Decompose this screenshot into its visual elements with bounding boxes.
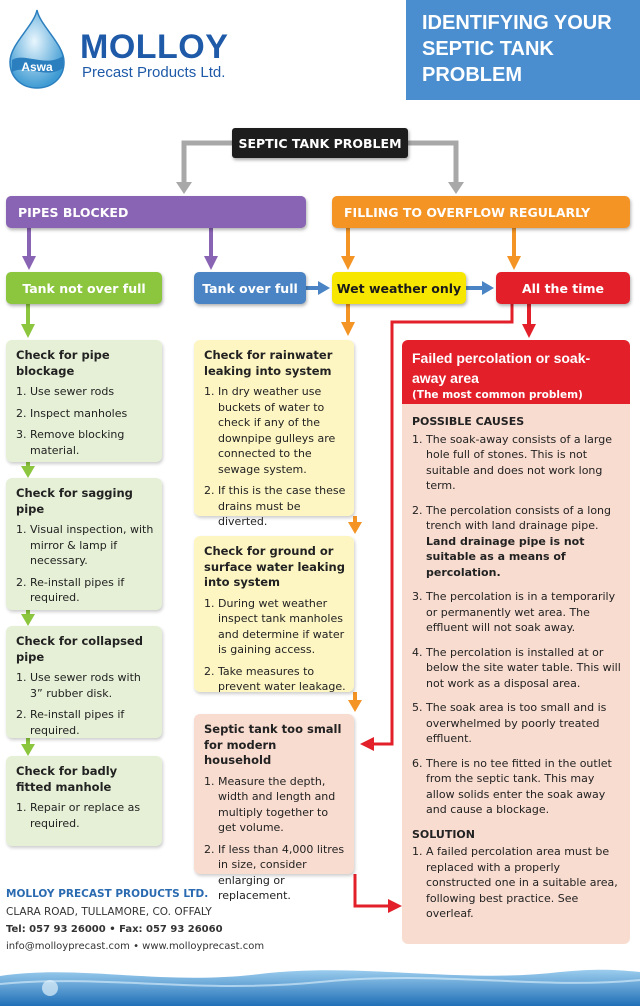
list-item: 1.In dry weather use buckets of water to… (204, 385, 336, 476)
solution-item: 1.A failed percolation area must be repl… (412, 845, 618, 920)
list-item: 2.Inspect manholes (16, 406, 128, 420)
cause-bold-note: Land drainage pipe is not suitable as a … (426, 534, 585, 579)
list-item: 2.Re-install pipes if required. (16, 575, 125, 605)
red-arrows (353, 304, 536, 913)
cause-item: 4.The percolation is installed at or bel… (412, 645, 621, 690)
blue-arrows (306, 281, 494, 295)
box-title: Check for rainwater leaking into system (204, 348, 333, 378)
list-item: 1.Measure the depth, width and length an… (204, 774, 336, 835)
footer-web: info@molloyprecast.com • www.molloypreca… (6, 941, 265, 952)
failed-percolation-subtitle: (The most common problem) (412, 389, 583, 401)
all-the-time-box: All the time (496, 272, 630, 304)
root-problem-box: SEPTIC TANK PROBLEM (232, 128, 408, 158)
collapsed-pipe-box: Check for collapsed pipe 1.Use sewer rod… (6, 626, 162, 738)
rainwater-leak-box: Check for rainwater leaking into system … (194, 340, 354, 528)
possible-causes-heading: POSSIBLE CAUSES (412, 415, 525, 428)
footer-address: CLARA ROAD, TULLAMORE, CO. OFFALY (6, 906, 212, 918)
list-item: 2.Re-install pipes if required. (16, 708, 125, 737)
water-wave-banner (0, 969, 640, 1006)
cause-item: 3.The percolation is in a temporarily or… (412, 590, 616, 634)
box-title: Check for collapsed pipe (16, 634, 143, 664)
purple-arrows (22, 228, 218, 270)
ground-water-leak-box: Check for ground or surface water leakin… (194, 536, 354, 694)
green-arrows (21, 304, 35, 756)
list-item: 1.Use sewer rods (16, 385, 115, 398)
water-drop-logo-icon: Aswa (9, 9, 65, 89)
box-title: Septic tank too small for modern househo… (204, 722, 342, 767)
pipes-blocked-box: PIPES BLOCKED (6, 196, 306, 228)
box-title: Check for pipe blockage (16, 348, 110, 378)
failed-percolation-header: Failed percolation or soak-away area (Th… (402, 340, 630, 404)
footer-phone: Tel: 057 93 26000 • Fax: 057 93 26060 (6, 924, 223, 935)
list-item: 1.During wet weather inspect tank manhol… (204, 596, 345, 657)
cause-item: 2.The percolation consists of a long tre… (412, 503, 612, 579)
tank-too-small-box: Septic tank too small for modern househo… (194, 714, 354, 902)
pipe-blockage-box: Check for pipe blockage 1.Use sewer rods… (6, 340, 162, 462)
failed-percolation-title: Failed percolation or soak-away area (412, 350, 591, 386)
orange-arrows (341, 228, 521, 712)
brand-subtitle: Precast Products Ltd. (82, 64, 226, 81)
grey-connector-arrows (176, 140, 464, 194)
list-item: 1.Repair or replace as required. (16, 801, 141, 830)
list-item: 3.Remove blocking material. (16, 428, 125, 457)
list-item: 2.Take measures to prevent water leakage… (204, 664, 346, 694)
list-item: 1.Visual inspection, with mirror & lamp … (16, 523, 154, 567)
tank-over-full-box: Tank over full (194, 272, 306, 304)
list-item: 1.Use sewer rods with 3” rubber disk. (16, 671, 141, 700)
box-title: Check for badly fitted manhole (16, 764, 118, 794)
tank-not-over-full-box: Tank not over full (6, 272, 162, 304)
list-item: 2.If this is the case these drains must … (204, 484, 346, 528)
page-title-line-2: SEPTIC TANK (422, 38, 554, 60)
box-title: Check for sagging pipe (16, 486, 133, 516)
logo-badge-text: Aswa (21, 60, 53, 74)
list-item: 2.If less than 4,000 litres in size, con… (204, 842, 345, 903)
badly-fitted-manhole-box: Check for badly fitted manhole 1.Repair … (6, 756, 162, 846)
box-title: Check for ground or surface water leakin… (204, 544, 345, 589)
page-title-line-3: PROBLEM (422, 64, 522, 86)
footer-company: MOLLOY PRECAST PRODUCTS LTD. (6, 888, 209, 900)
drop-icon (42, 980, 58, 996)
wet-weather-only-box: Wet weather only (332, 272, 466, 304)
page-title-line-1: IDENTIFYING YOUR (422, 12, 612, 34)
overflow-box: FILLING TO OVERFLOW REGULARLY (332, 196, 630, 228)
solution-heading: SOLUTION (412, 827, 475, 841)
cause-item: 6.There is no tee fitted in the outlet f… (412, 756, 612, 817)
brand-name: MOLLOY (80, 28, 229, 66)
failed-percolation-body: POSSIBLE CAUSES 1.The soak-away consists… (402, 404, 630, 944)
cause-item: 1.The soak-away consists of a large hole… (412, 432, 613, 493)
sagging-pipe-box: Check for sagging pipe 1.Visual inspecti… (6, 478, 162, 610)
cause-item: 5.The soak area is too small and is over… (412, 701, 607, 745)
page-title: IDENTIFYING YOUR SEPTIC TANK PROBLEM (406, 0, 640, 100)
